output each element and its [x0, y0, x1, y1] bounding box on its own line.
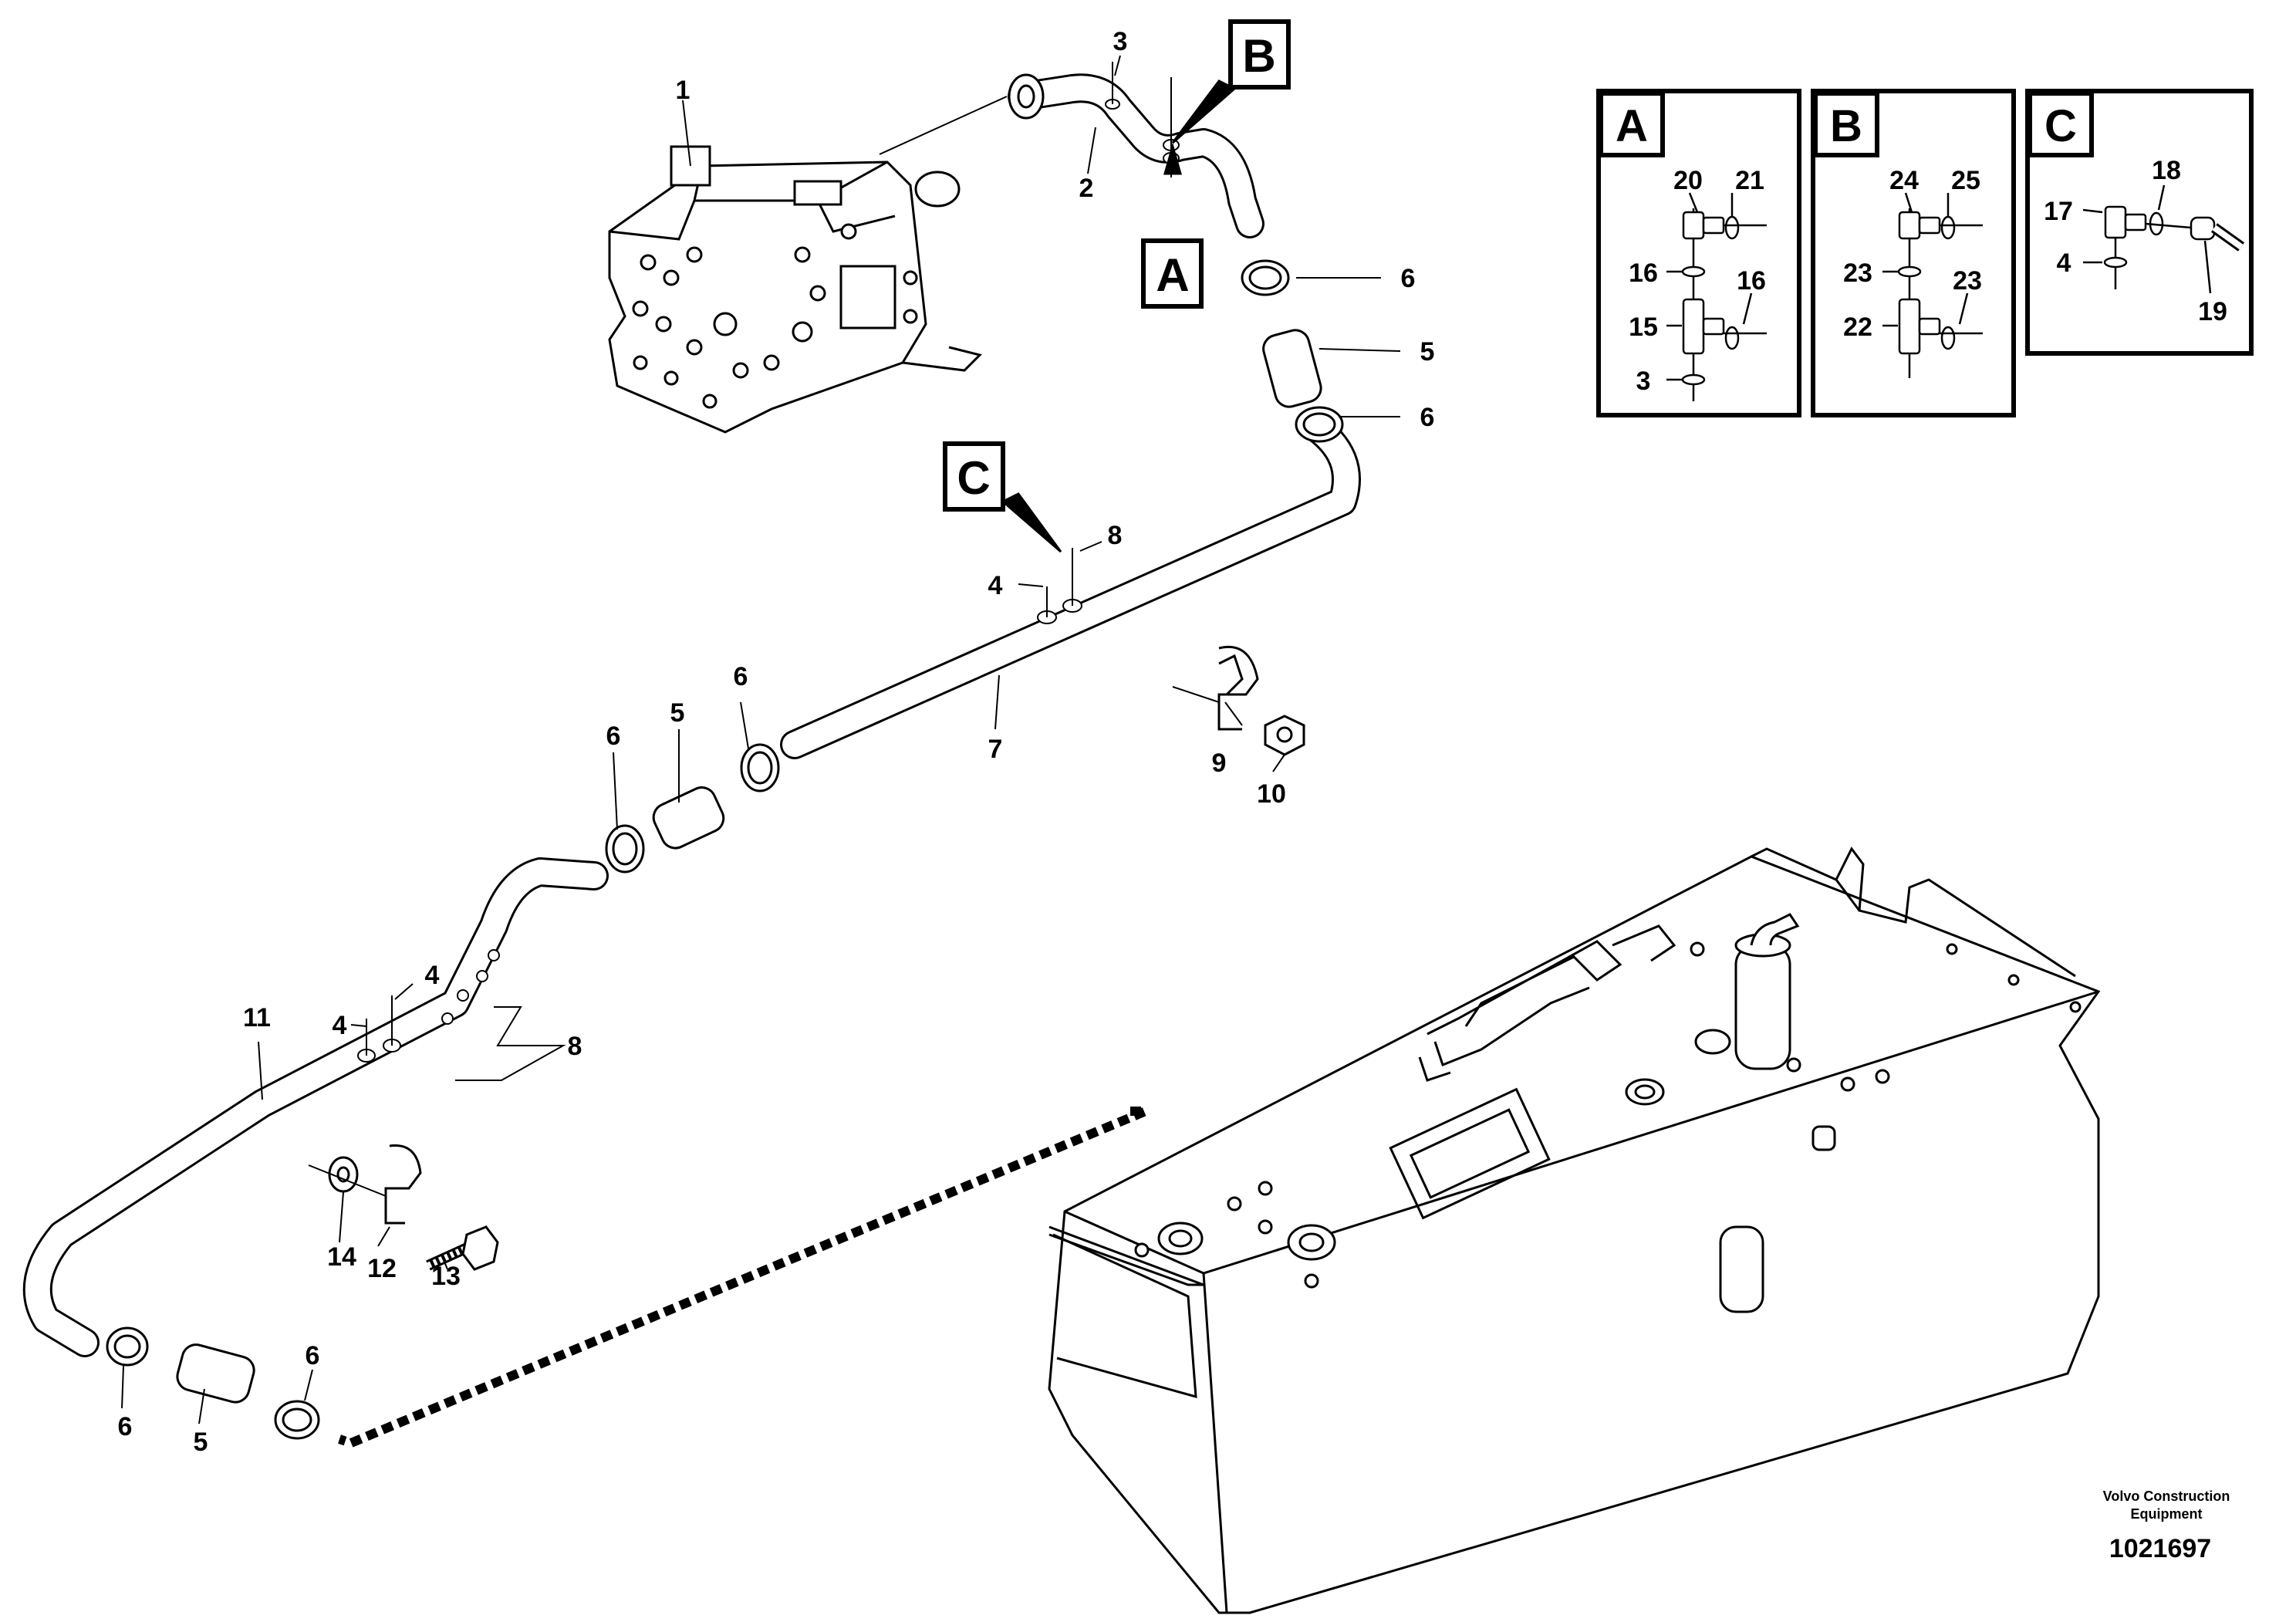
bracket-12-screw-13: [308, 1144, 499, 1271]
detail-a-letter: A: [1616, 101, 1648, 151]
callout-5b: 5: [670, 698, 685, 728]
marker-a-label: A: [1156, 249, 1189, 301]
callout-6f: 6: [306, 1341, 320, 1370]
callout-5c: 5: [194, 1428, 208, 1457]
dashed-route: [338, 1107, 1148, 1448]
sleeve-upper: [1262, 329, 1322, 408]
detail-c-letter: C: [2044, 101, 2077, 151]
callout-11: 11: [243, 1003, 271, 1032]
detail-c-19: 19: [2198, 297, 2227, 326]
detail-a-20: 20: [1673, 166, 1703, 195]
detail-a-16a: 16: [1629, 259, 1658, 288]
detail-b-23a: 23: [1843, 259, 1872, 288]
callout-8a: 8: [1108, 521, 1123, 550]
callout-12: 12: [367, 1254, 397, 1283]
valve-hose-fitting: [879, 73, 1045, 155]
callout-8b: 8: [568, 1032, 582, 1061]
brand-line-2: Equipment: [2131, 1506, 2203, 1522]
callout-4c: 4: [333, 1011, 347, 1040]
detail-c-17: 17: [2044, 197, 2073, 226]
marker-b-label: B: [1242, 30, 1275, 82]
detail-panel-a: A 20 21 16 16 15 3: [1596, 89, 1801, 417]
callout-6a: 6: [1401, 264, 1416, 293]
callout-6c: 6: [734, 662, 748, 691]
control-valve-block: [608, 145, 982, 434]
marker-b: B: [1228, 19, 1291, 90]
callout-2: 2: [1079, 174, 1094, 203]
sleeve-middle: [652, 786, 725, 850]
marker-a: A: [1141, 238, 1204, 309]
hose-clamps: [106, 259, 1344, 1440]
detail-panel-c: C 18 17 4 19: [2025, 89, 2254, 356]
callout-10: 10: [1257, 779, 1286, 809]
brand-line-1: Volvo Construction: [2103, 1489, 2230, 1504]
detail-b-24: 24: [1889, 166, 1919, 195]
callout-1: 1: [676, 76, 690, 105]
detail-c-4: 4: [2057, 248, 2071, 278]
detail-b-22: 22: [1843, 313, 1872, 342]
callout-numbers: 1 2 3 6 5 6 8 4 7 6 5 6 9 10 11 4 4 8 14…: [118, 27, 1435, 1457]
marker-c: C: [943, 441, 1005, 512]
sleeves: [176, 329, 1322, 1404]
drawing-ref-number: 1021697: [2109, 1534, 2211, 1563]
callout-6b: 6: [1420, 403, 1435, 432]
detail-a-16b: 16: [1737, 266, 1766, 296]
sleeve-lower: [176, 1343, 255, 1404]
detail-c-18: 18: [2152, 156, 2181, 185]
callout-14: 14: [327, 1242, 356, 1272]
detail-a-21: 21: [1735, 166, 1764, 195]
callout-4a: 4: [988, 571, 1003, 600]
detail-b-23b: 23: [1953, 266, 1982, 296]
callout-6d: 6: [606, 721, 621, 751]
callout-7: 7: [988, 735, 1003, 764]
hose-fittings: [357, 62, 1180, 1063]
callout-4b: 4: [425, 961, 440, 990]
bracket-9-nut-10: [1172, 645, 1305, 756]
detail-a-15: 15: [1629, 313, 1658, 342]
detail-a-3: 3: [1636, 367, 1651, 396]
callout-3: 3: [1113, 27, 1128, 56]
callout-6e: 6: [118, 1412, 133, 1441]
hydraulic-tank: [1048, 846, 2101, 1614]
detail-b-letter: B: [1830, 101, 1862, 151]
hose-11: [22, 857, 609, 1357]
callout-9: 9: [1212, 748, 1227, 778]
marker-pointers: [1001, 79, 1237, 553]
callout-13: 13: [431, 1262, 461, 1291]
footer-branding: Volvo Construction Equipment 1021697: [2103, 1489, 2230, 1563]
detail-b-25: 25: [1951, 166, 1980, 195]
marker-c-label: C: [957, 452, 990, 504]
detail-panel-b: B 24 25 23 23 22: [1811, 89, 2016, 417]
callout-5a: 5: [1420, 337, 1435, 367]
leader-lines: [121, 55, 1401, 1424]
